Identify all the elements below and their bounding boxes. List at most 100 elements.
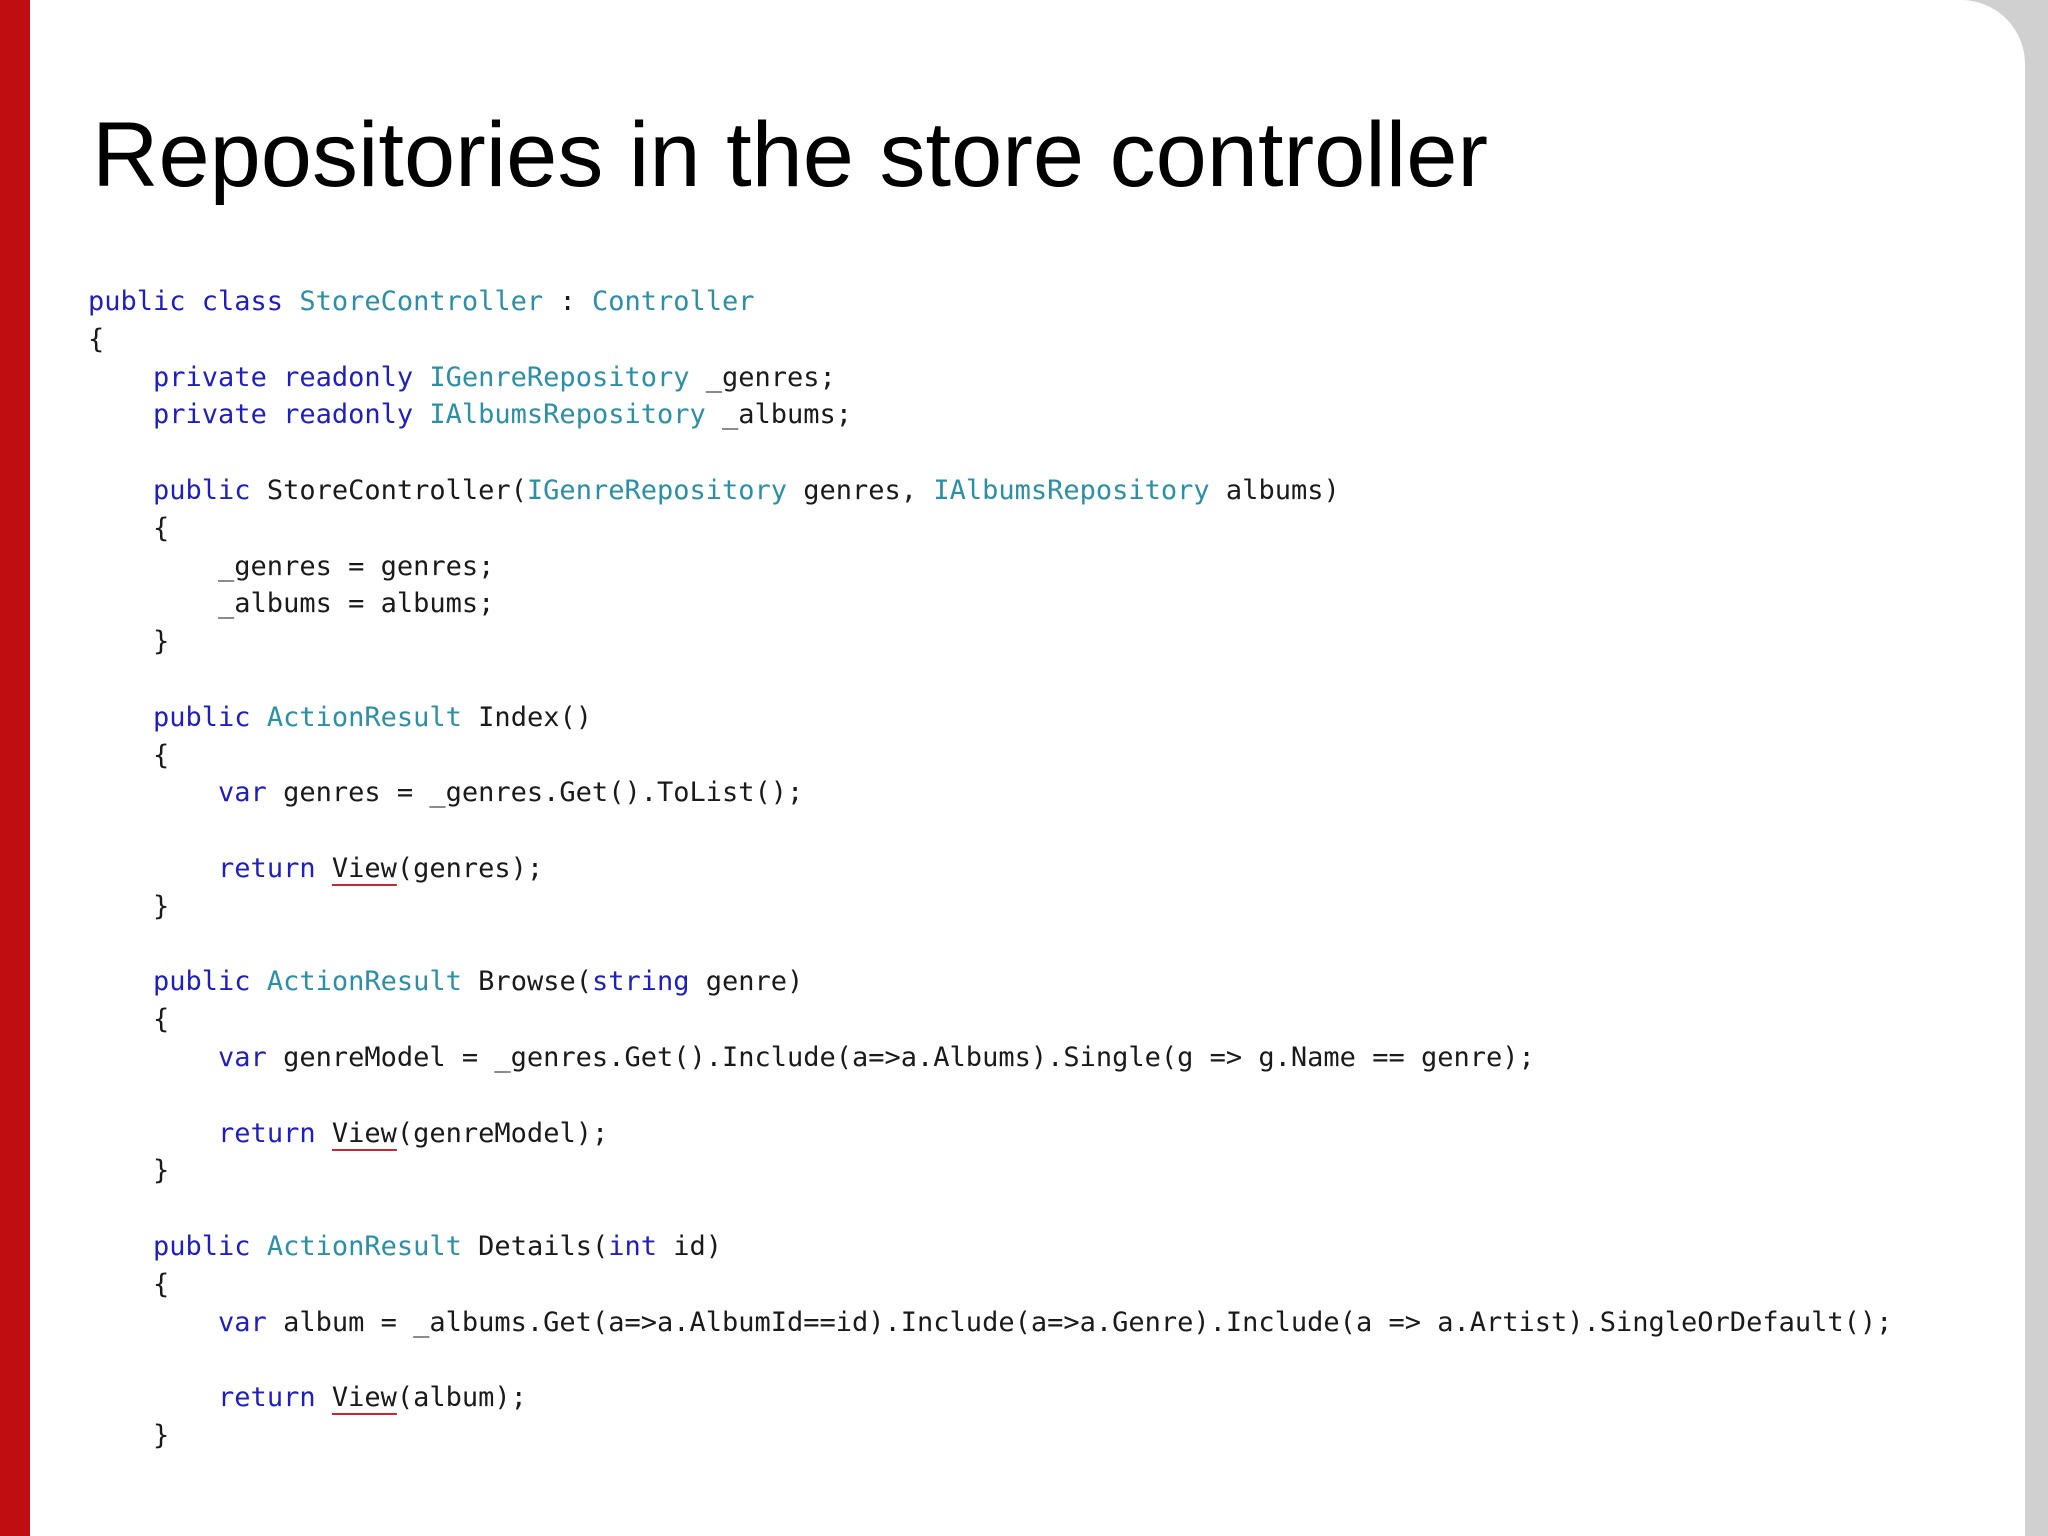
code-text xyxy=(88,966,153,997)
code-text: _genres = genres; xyxy=(88,550,495,582)
code-text xyxy=(316,853,332,884)
code-text xyxy=(88,1118,218,1149)
code-line: { xyxy=(88,737,1892,775)
code-line: public class StoreController : Controlle… xyxy=(88,283,1892,321)
code-line: } xyxy=(88,888,1892,926)
code-text xyxy=(88,1307,218,1338)
code-text: id) xyxy=(657,1230,723,1262)
code-keyword: public xyxy=(153,1230,251,1262)
code-text: Details( xyxy=(461,1230,609,1262)
code-line: return View(genreModel); xyxy=(88,1115,1892,1153)
code-line: private readonly IAlbumsRepository _albu… xyxy=(88,396,1892,434)
code-keyword: private readonly xyxy=(153,361,414,393)
code-keyword: return xyxy=(218,852,316,884)
code-line: public ActionResult Index() xyxy=(88,699,1892,737)
code-text xyxy=(88,475,153,506)
code-line: private readonly IGenreRepository _genre… xyxy=(88,359,1892,397)
code-type: IAlbumsRepository xyxy=(933,474,1210,506)
code-text xyxy=(88,853,218,884)
code-text xyxy=(88,1042,218,1073)
code-type: ActionResult xyxy=(266,701,462,733)
code-text: { xyxy=(88,323,105,355)
code-type: ActionResult xyxy=(266,1230,462,1262)
code-line xyxy=(88,1341,1892,1379)
code-keyword: var xyxy=(218,1041,267,1073)
code-line: return View(genres); xyxy=(88,850,1892,888)
code-line: public ActionResult Details(int id) xyxy=(88,1228,1892,1266)
code-keyword: public xyxy=(153,966,251,998)
code-error-token: View xyxy=(331,1382,397,1414)
code-type: IAlbumsRepository xyxy=(429,399,706,431)
code-keyword: return xyxy=(218,1117,316,1149)
code-text xyxy=(88,1231,153,1262)
code-line: var genres = _genres.Get().ToList(); xyxy=(88,774,1892,812)
code-text: StoreController( xyxy=(250,474,527,506)
code-text: { xyxy=(88,512,170,544)
code-line: _genres = genres; xyxy=(88,548,1892,586)
code-text xyxy=(251,966,267,997)
code-text: (genres); xyxy=(396,852,544,884)
code-text xyxy=(88,777,218,808)
code-text xyxy=(413,362,429,393)
code-error-token: View xyxy=(331,1117,397,1149)
code-keyword: return xyxy=(218,1382,316,1414)
code-text: : xyxy=(543,286,592,317)
code-text: (album); xyxy=(396,1382,527,1414)
code-text: } xyxy=(88,626,170,658)
code-error-token: View xyxy=(331,852,397,884)
code-text: genres = _genres.Get().ToList(); xyxy=(266,777,804,809)
code-line xyxy=(88,926,1892,964)
code-text: } xyxy=(88,1155,170,1187)
code-line: } xyxy=(88,1152,1892,1190)
code-text: (genreModel); xyxy=(396,1117,609,1149)
code-text xyxy=(88,399,153,430)
code-line: { xyxy=(88,321,1892,359)
code-line: public ActionResult Browse(string genre) xyxy=(88,963,1892,1001)
code-type: StoreController xyxy=(299,286,544,317)
code-text: genreModel = _genres.Get().Include(a=>a.… xyxy=(266,1041,1535,1073)
code-keyword: public xyxy=(153,701,251,733)
code-text: _genres; xyxy=(689,361,836,393)
code-line xyxy=(88,1190,1892,1228)
code-type: ActionResult xyxy=(266,966,462,998)
code-text xyxy=(316,1118,332,1149)
code-text: { xyxy=(88,739,170,771)
code-text xyxy=(413,399,429,430)
code-text: } xyxy=(88,1419,170,1451)
code-text xyxy=(88,362,153,393)
code-line xyxy=(88,1077,1892,1115)
code-keyword: int xyxy=(608,1230,658,1262)
code-text xyxy=(251,1231,267,1262)
code-text xyxy=(251,702,267,733)
code-line: var genreModel = _genres.Get().Include(a… xyxy=(88,1039,1892,1077)
code-text: _albums = albums; xyxy=(88,588,495,620)
code-line: _albums = albums; xyxy=(88,585,1892,623)
code-keyword: public xyxy=(153,474,251,506)
code-line xyxy=(88,434,1892,472)
code-line: } xyxy=(88,1417,1892,1455)
code-line: { xyxy=(88,1001,1892,1039)
code-line xyxy=(88,661,1892,699)
code-text: } xyxy=(88,890,170,922)
code-text xyxy=(283,286,299,317)
code-line: { xyxy=(88,510,1892,548)
accent-bar xyxy=(0,0,30,1536)
code-keyword: private readonly xyxy=(153,399,414,431)
code-type: Controller xyxy=(591,286,755,317)
slide-title: Repositories in the store controller xyxy=(92,104,1488,206)
code-text: genre) xyxy=(689,966,804,998)
code-text: albums) xyxy=(1209,474,1340,506)
code-line: var album = _albums.Get(a=>a.AlbumId==id… xyxy=(88,1304,1892,1342)
code-block: public class StoreController : Controlle… xyxy=(88,283,1892,1455)
code-line: return View(album); xyxy=(88,1379,1892,1417)
code-keyword: var xyxy=(218,777,267,809)
code-text: genres, xyxy=(787,474,934,506)
code-type: IGenreRepository xyxy=(429,361,690,393)
code-text: album = _albums.Get(a=>a.AlbumId==id).In… xyxy=(266,1306,1893,1338)
code-text: { xyxy=(88,1268,170,1300)
code-keyword: var xyxy=(218,1306,267,1338)
code-text xyxy=(88,702,153,733)
code-keyword: public class xyxy=(88,286,284,317)
